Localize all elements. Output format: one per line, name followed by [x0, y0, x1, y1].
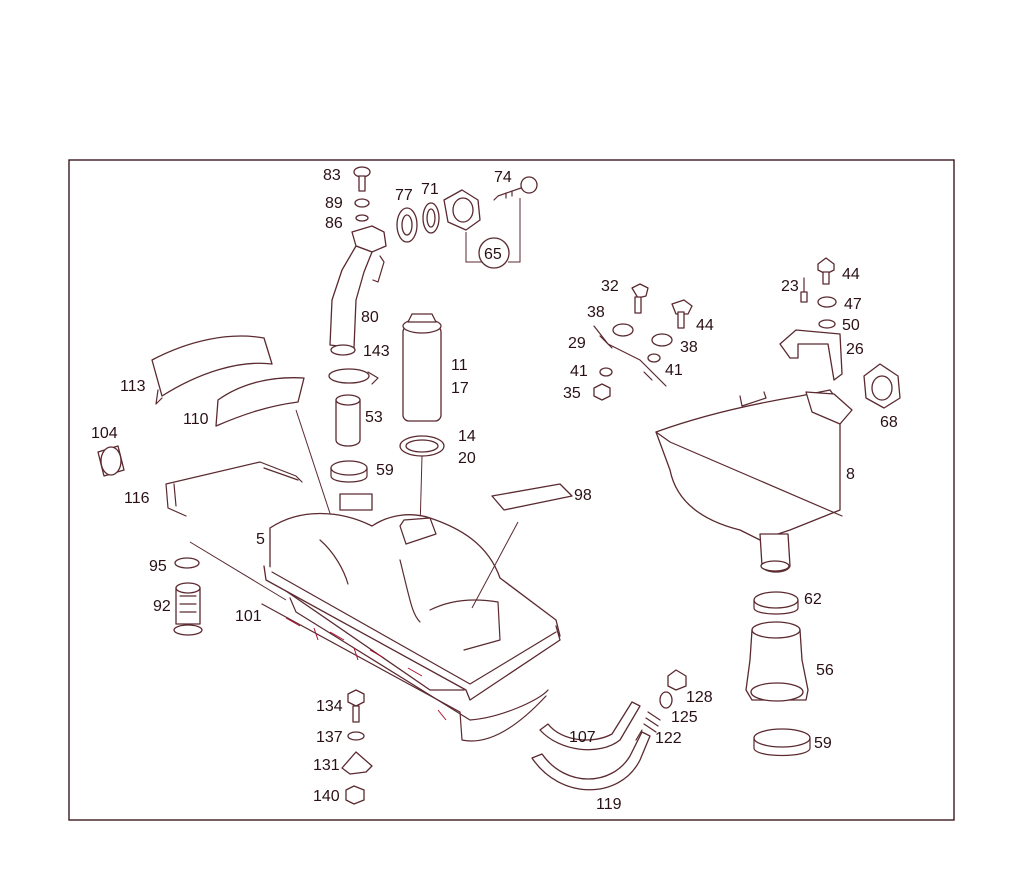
- callout-5: 5: [256, 531, 265, 548]
- callout-38-right: 38: [680, 339, 698, 356]
- fuel-sender-unit: [399, 313, 445, 531]
- callout-113: 113: [120, 378, 146, 395]
- callout-38-left: 38: [587, 304, 605, 321]
- callout-86: 86: [325, 215, 343, 232]
- fuel-tank: [189, 483, 573, 742]
- callout-68: 68: [880, 414, 898, 431]
- reservoir-bracket: [779, 257, 843, 381]
- callout-74: 74: [494, 169, 512, 186]
- callout-labels: 83 89 86 77 71 74 65 80 143 53 59 11 17 …: [91, 167, 898, 813]
- callout-14: 14: [458, 428, 476, 445]
- callout-134: 134: [316, 698, 343, 715]
- mounting-hardware: [341, 689, 373, 805]
- heat-shields: [97, 335, 345, 557]
- callout-77: 77: [395, 187, 413, 204]
- callout-98: 98: [574, 487, 592, 504]
- callout-62: 62: [804, 591, 822, 608]
- callout-110: 110: [183, 411, 209, 428]
- callout-83: 83: [323, 167, 341, 184]
- callout-143: 143: [363, 343, 390, 360]
- callout-137: 137: [316, 729, 343, 746]
- callout-11: 11: [451, 357, 468, 374]
- callout-50: 50: [842, 317, 860, 334]
- callout-89: 89: [325, 195, 343, 212]
- callout-59-upper: 59: [376, 462, 394, 479]
- callout-20: 20: [458, 450, 476, 467]
- callout-47: 47: [844, 296, 862, 313]
- reservoir-cap: [863, 363, 901, 409]
- callout-29: 29: [568, 335, 586, 352]
- callout-53: 53: [365, 409, 383, 426]
- callout-116: 116: [124, 490, 150, 507]
- callout-101: 101: [235, 608, 262, 625]
- callout-95: 95: [149, 558, 167, 575]
- filler-neck-assembly: [328, 166, 387, 483]
- hose-assembly: [745, 591, 811, 757]
- callout-92: 92: [153, 598, 171, 615]
- callout-122: 122: [655, 730, 682, 747]
- callout-65: 65: [484, 246, 502, 263]
- callout-41-left: 41: [570, 363, 588, 380]
- tank-straps: [531, 669, 687, 791]
- callout-128: 128: [686, 689, 713, 706]
- callout-8: 8: [846, 466, 855, 483]
- diagram-frame: [68, 159, 955, 821]
- callout-26: 26: [846, 341, 864, 358]
- callout-41-right: 41: [665, 362, 683, 379]
- fuel-strainer: [173, 557, 203, 636]
- callout-17: 17: [451, 380, 469, 397]
- bracket-hardware: [593, 283, 693, 401]
- callout-71: 71: [421, 181, 439, 198]
- callout-44-mid: 44: [696, 317, 714, 334]
- callout-131: 131: [313, 757, 340, 774]
- callout-80: 80: [361, 309, 379, 326]
- callout-140: 140: [313, 788, 340, 805]
- callout-125: 125: [671, 709, 698, 726]
- fuel-cap-assembly: [396, 176, 538, 269]
- callout-23: 23: [781, 278, 799, 295]
- callout-44-right: 44: [842, 266, 860, 283]
- callout-104: 104: [91, 425, 118, 442]
- callout-35: 35: [563, 385, 581, 402]
- callout-107: 107: [569, 729, 596, 746]
- callout-56: 56: [816, 662, 834, 679]
- callout-59-lower: 59: [814, 735, 832, 752]
- callout-119: 119: [596, 796, 622, 813]
- fuel-reservoir: [655, 389, 853, 573]
- callout-32: 32: [601, 278, 619, 295]
